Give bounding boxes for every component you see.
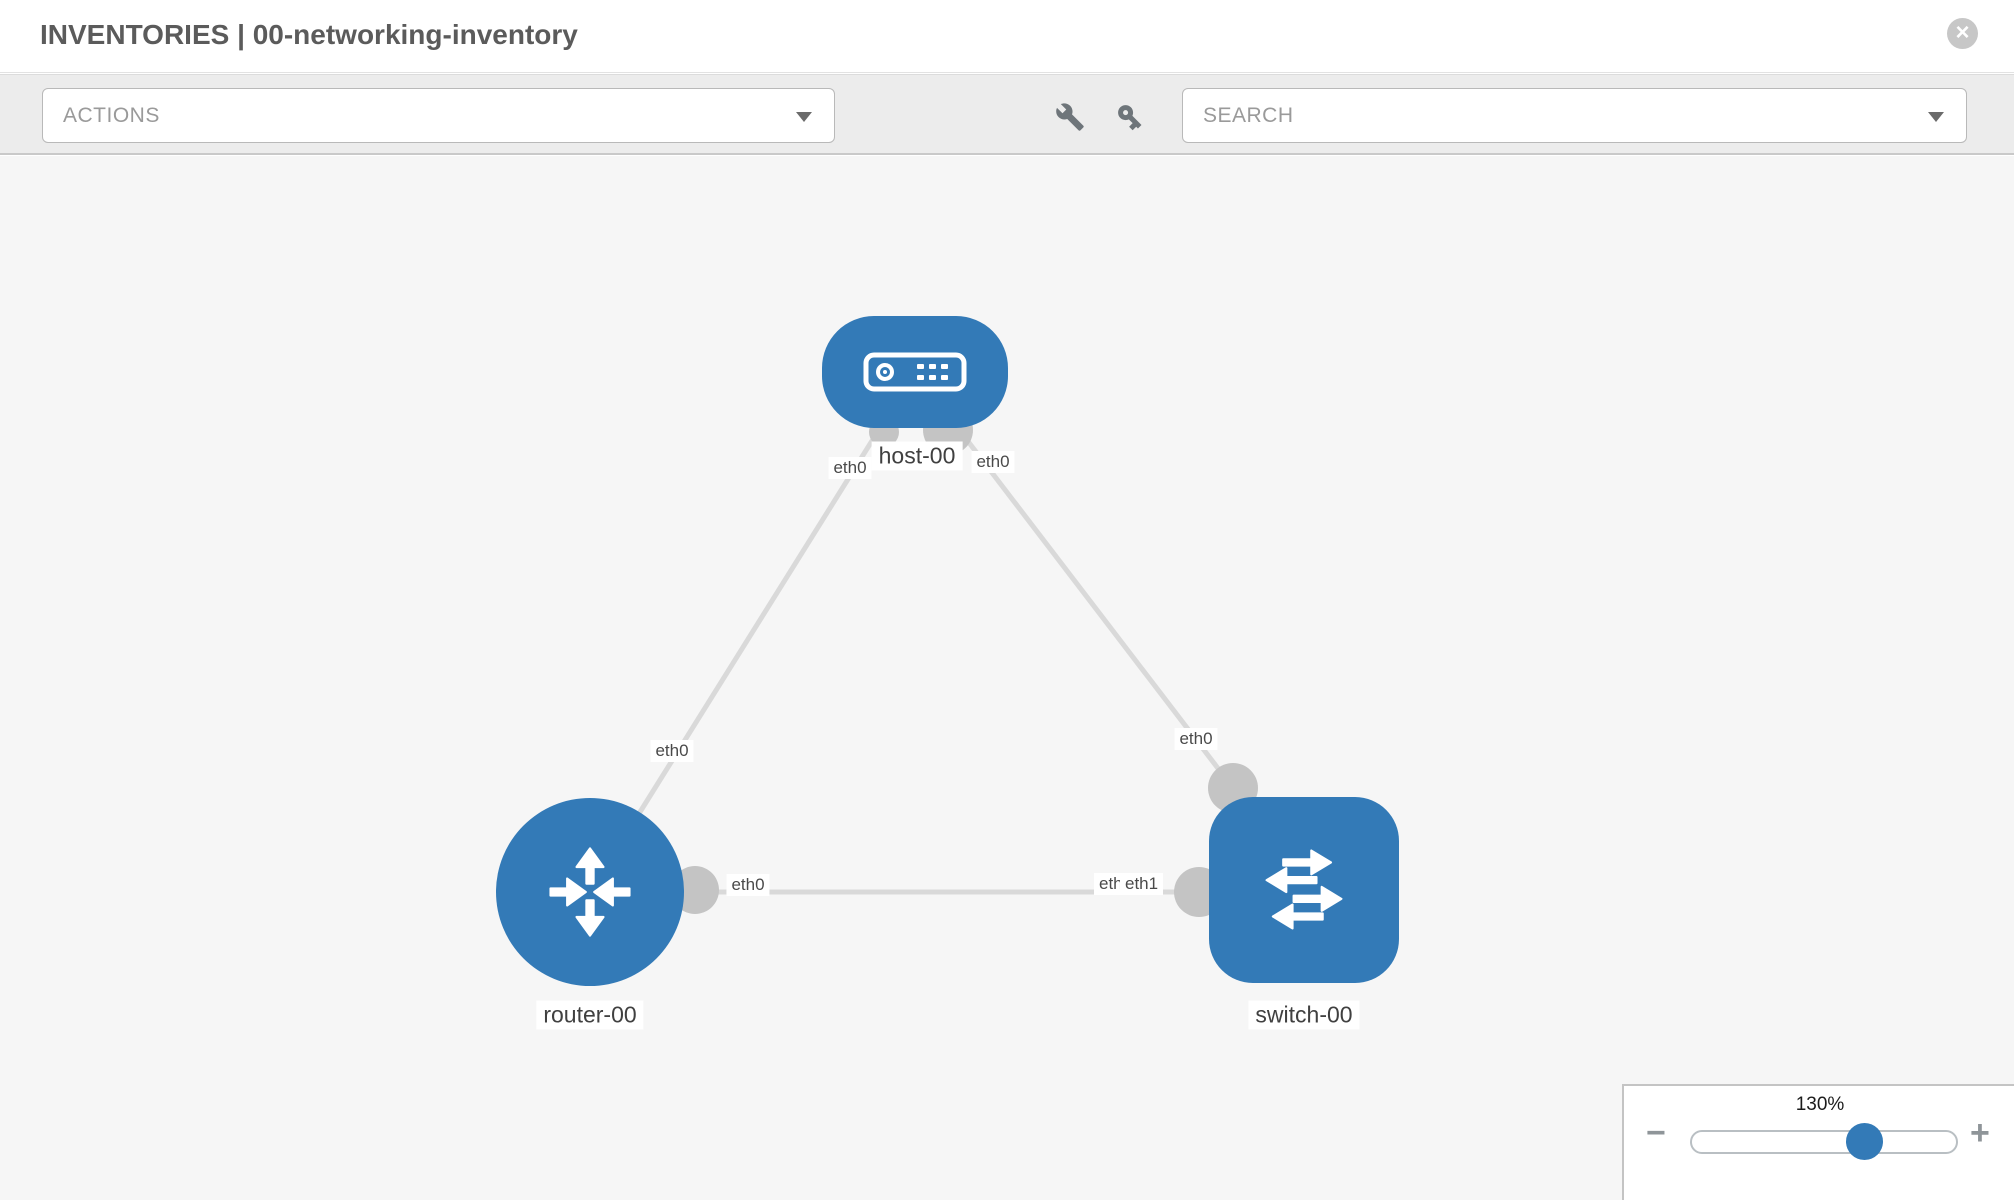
interface-label: eth0 xyxy=(726,874,770,896)
router-icon xyxy=(549,847,631,937)
actions-dropdown[interactable]: ACTIONS xyxy=(42,88,835,143)
switch-icon-node[interactable] xyxy=(1209,797,1399,983)
node-label-router: router-00 xyxy=(536,1000,644,1030)
credentials-button[interactable] xyxy=(1108,99,1152,135)
interface-label: eth0 xyxy=(828,457,872,479)
node-label-switch: switch-00 xyxy=(1248,1000,1360,1030)
node-router-00[interactable] xyxy=(496,798,684,986)
chevron-down-icon xyxy=(1928,112,1944,122)
search-dropdown[interactable]: SEARCH xyxy=(1182,88,1967,143)
key-icon xyxy=(1118,105,1142,131)
minus-icon: − xyxy=(1646,1114,1666,1152)
page-title: INVENTORIES | 00-networking-inventory xyxy=(40,19,578,50)
interface-label: eth1 xyxy=(1120,873,1164,895)
interface-label: eth0 xyxy=(971,451,1015,473)
host-icon xyxy=(863,352,967,392)
zoom-in-button[interactable]: + xyxy=(1970,1116,1990,1150)
interface-label: eth0 xyxy=(650,740,694,762)
node-host-00[interactable] xyxy=(822,316,1008,428)
panel-header: INVENTORIES | 00-networking-inventory × xyxy=(0,0,2014,73)
close-icon: × xyxy=(1955,18,1970,46)
actions-dropdown-label: ACTIONS xyxy=(63,103,160,127)
switch-icon xyxy=(1265,849,1343,930)
close-button[interactable]: × xyxy=(1947,18,1978,49)
zoom-widget: 130% − + xyxy=(1622,1084,2014,1200)
zoom-slider-thumb[interactable] xyxy=(1846,1123,1883,1160)
node-label-host: host-00 xyxy=(871,441,963,471)
plus-icon: + xyxy=(1970,1114,1990,1152)
topology-links-layer xyxy=(587,370,1304,917)
wrench-icon xyxy=(1056,103,1084,131)
zoom-out-button[interactable]: − xyxy=(1646,1116,1666,1150)
chevron-down-icon xyxy=(796,112,812,122)
zoom-level-value: 130% xyxy=(1795,1094,1845,1115)
toolbar: ACTIONS SEARCH xyxy=(0,74,2014,155)
configure-button[interactable] xyxy=(1048,99,1092,135)
topology-canvas[interactable]: host-00 router-00 switch-00 eth0 eth0 et… xyxy=(0,156,2014,1200)
zoom-slider-track[interactable] xyxy=(1690,1130,1958,1154)
search-placeholder: SEARCH xyxy=(1203,103,1294,127)
interface-label: eth0 xyxy=(1174,728,1218,750)
